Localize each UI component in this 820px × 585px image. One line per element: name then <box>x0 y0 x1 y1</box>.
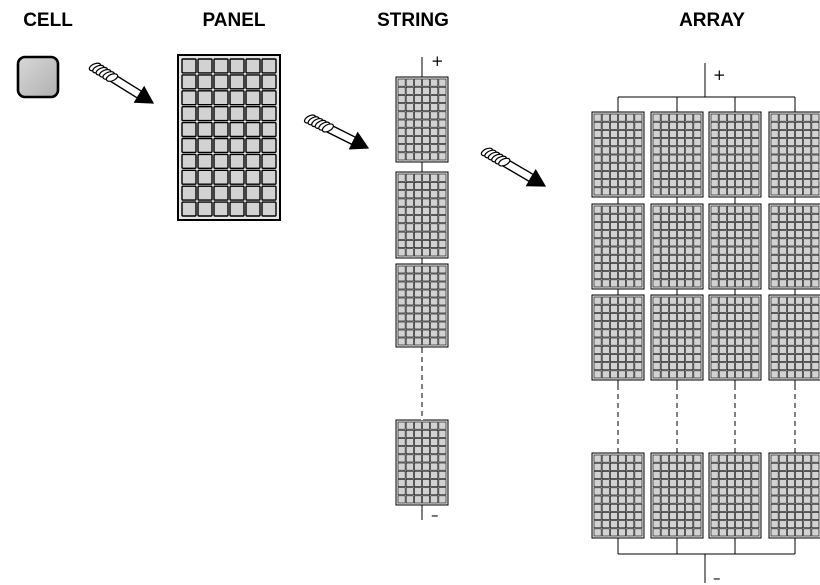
array-module <box>650 294 704 381</box>
single-cell <box>16 55 60 99</box>
string-plus: + <box>431 52 444 70</box>
array-module <box>768 111 820 198</box>
array-module <box>650 111 704 198</box>
string-minus: – <box>431 506 439 524</box>
arrow-string-to-array <box>480 147 547 187</box>
array-module <box>591 111 645 198</box>
array-module <box>768 203 820 290</box>
array-module <box>591 294 645 381</box>
string-module <box>395 263 449 348</box>
string-label: STRING <box>377 10 449 31</box>
cell-label: CELL <box>23 10 73 31</box>
array-module <box>591 203 645 290</box>
array-module <box>768 294 820 381</box>
array-module <box>650 452 704 539</box>
string-module <box>395 171 449 259</box>
array-module <box>708 452 762 539</box>
arrow-panel-to-string <box>303 114 370 150</box>
string <box>395 57 449 520</box>
panel-label: PANEL <box>202 10 266 31</box>
panel <box>177 54 281 221</box>
array-module <box>708 294 762 381</box>
array-module <box>650 203 704 290</box>
string-module <box>395 419 449 506</box>
array <box>591 63 820 583</box>
panel-frame <box>177 54 281 221</box>
array-module <box>591 452 645 539</box>
arrow-cell-to-panel <box>88 62 155 104</box>
array-plus: + <box>713 66 726 84</box>
array-label: ARRAY <box>679 10 745 31</box>
string-module <box>395 76 449 163</box>
array-minus: – <box>713 569 721 585</box>
array-module <box>708 203 762 290</box>
array-module <box>708 111 762 198</box>
array-module <box>768 452 820 539</box>
